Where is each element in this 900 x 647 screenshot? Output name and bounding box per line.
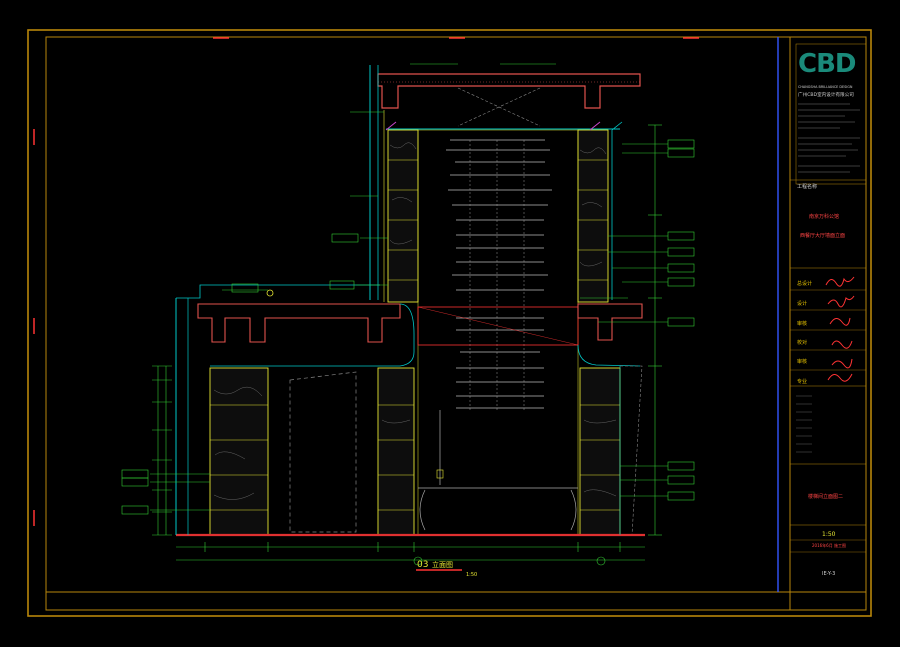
view-title: 03 立面图 1:50 [416, 560, 477, 578]
drawing-scale: 1:50 [822, 531, 836, 538]
view-scale: 1:50 [466, 572, 477, 578]
role-1: 总设计 [797, 280, 812, 287]
project-label: 工程名称 [797, 183, 817, 190]
dimension-lines [152, 63, 662, 561]
company-name-cn: 广州CBD室内设计有限公司 [798, 91, 854, 98]
elevation-drawing [175, 65, 645, 537]
view-number: 03 [417, 560, 428, 570]
material-callouts [121, 111, 695, 515]
outer-frame [27, 29, 872, 617]
company-logo: CBD [798, 49, 856, 79]
drawing-number: IE-Y-3 [822, 571, 835, 577]
role-6: 专业 [797, 378, 807, 385]
signatures [825, 276, 855, 382]
drawing-title: 楼梯间立面图二 [808, 493, 843, 500]
role-4: 校对 [797, 339, 807, 346]
drawing-date: 2016年6月 施工图 [812, 542, 846, 548]
role-5: 审核 [797, 358, 807, 365]
inner-frame [45, 36, 867, 611]
project-name-1: 南京万科公馆 [809, 213, 839, 220]
title-block: CBD CHANGSHA BRILLIANCE DESIGN 广州CBD室内设计… [790, 43, 867, 577]
role-2: 设计 [797, 300, 807, 307]
view-name: 立面图 [432, 560, 453, 569]
project-name-2: 西餐厅大厅墙面立面 [800, 232, 845, 239]
sign-rows: 总设计 设计 审核 校对 审核 专业 [790, 276, 866, 385]
company-name-en: CHANGSHA BRILLIANCE DESIGN [798, 85, 853, 89]
role-3: 审核 [797, 320, 807, 327]
